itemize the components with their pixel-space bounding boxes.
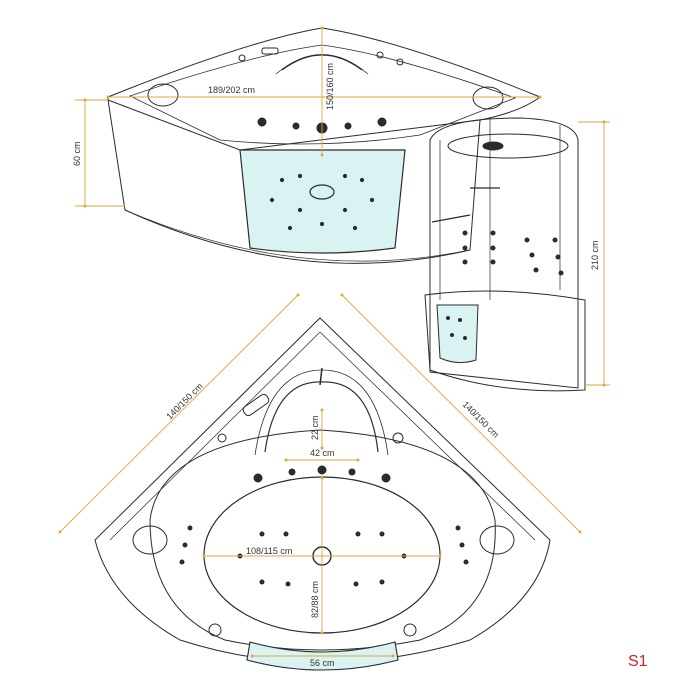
cabin-tub-window bbox=[436, 304, 479, 364]
product-code-label: S1 bbox=[628, 653, 648, 670]
tub-height-label: 60 cm bbox=[72, 141, 82, 166]
plan-right-pillow bbox=[479, 525, 515, 555]
tub-rim-outline bbox=[107, 27, 542, 151]
tub-rim-inner bbox=[128, 44, 517, 145]
headrest-width-label: 42 cm bbox=[310, 448, 335, 458]
total-height-label: 210 cm bbox=[590, 240, 600, 270]
cabin-ceiling bbox=[447, 133, 569, 159]
rain-shower-head bbox=[482, 141, 504, 151]
width-label: 189/202 cm bbox=[208, 85, 255, 95]
plan-dimensions bbox=[58, 293, 582, 658]
basin-width-label: 82/88 cm bbox=[310, 581, 320, 618]
tub-front-apron bbox=[107, 99, 481, 264]
cabin-glass bbox=[429, 117, 579, 389]
drain bbox=[309, 184, 335, 200]
front-view-tub bbox=[107, 27, 542, 264]
left-pillow bbox=[147, 83, 179, 107]
plan-rim-inner bbox=[149, 429, 496, 651]
shower-dimensions bbox=[578, 120, 610, 387]
door-width-label: 56 cm bbox=[310, 658, 335, 668]
depth-label: 150/160 cm bbox=[325, 63, 335, 110]
headrest-depth-label: 22 cm bbox=[310, 415, 320, 440]
plan-view bbox=[94, 317, 551, 671]
cabin-jets bbox=[462, 230, 564, 276]
right-pillow bbox=[472, 86, 504, 110]
front-window bbox=[239, 149, 406, 254]
side-left-label: 140/150 cm bbox=[164, 381, 204, 421]
basin-length-label: 108/115 cm bbox=[246, 546, 292, 556]
front-view-dimensions bbox=[75, 26, 542, 208]
plan-headrest bbox=[264, 381, 379, 453]
window-jets bbox=[269, 173, 375, 231]
